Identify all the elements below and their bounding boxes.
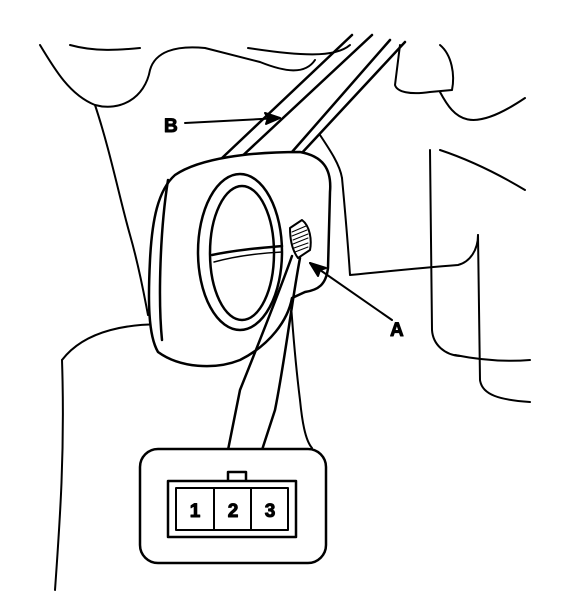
dashboard-outline: [39, 44, 531, 591]
callout-label-a: A: [390, 320, 404, 341]
steering-column: [220, 33, 407, 162]
callout-arrow-a: [309, 262, 393, 321]
wire-harness: [226, 254, 302, 452]
ignition-switch-housing: [147, 150, 332, 368]
switch-connector-a: [289, 219, 312, 259]
callout-label-b: B: [164, 116, 178, 137]
pin-1-label: 1: [190, 501, 201, 522]
callout-arrow-b: [184, 112, 281, 125]
pin-2-label: 2: [228, 501, 239, 522]
connector-detail-box: [138, 447, 328, 565]
pin-3-label: 3: [265, 501, 276, 522]
